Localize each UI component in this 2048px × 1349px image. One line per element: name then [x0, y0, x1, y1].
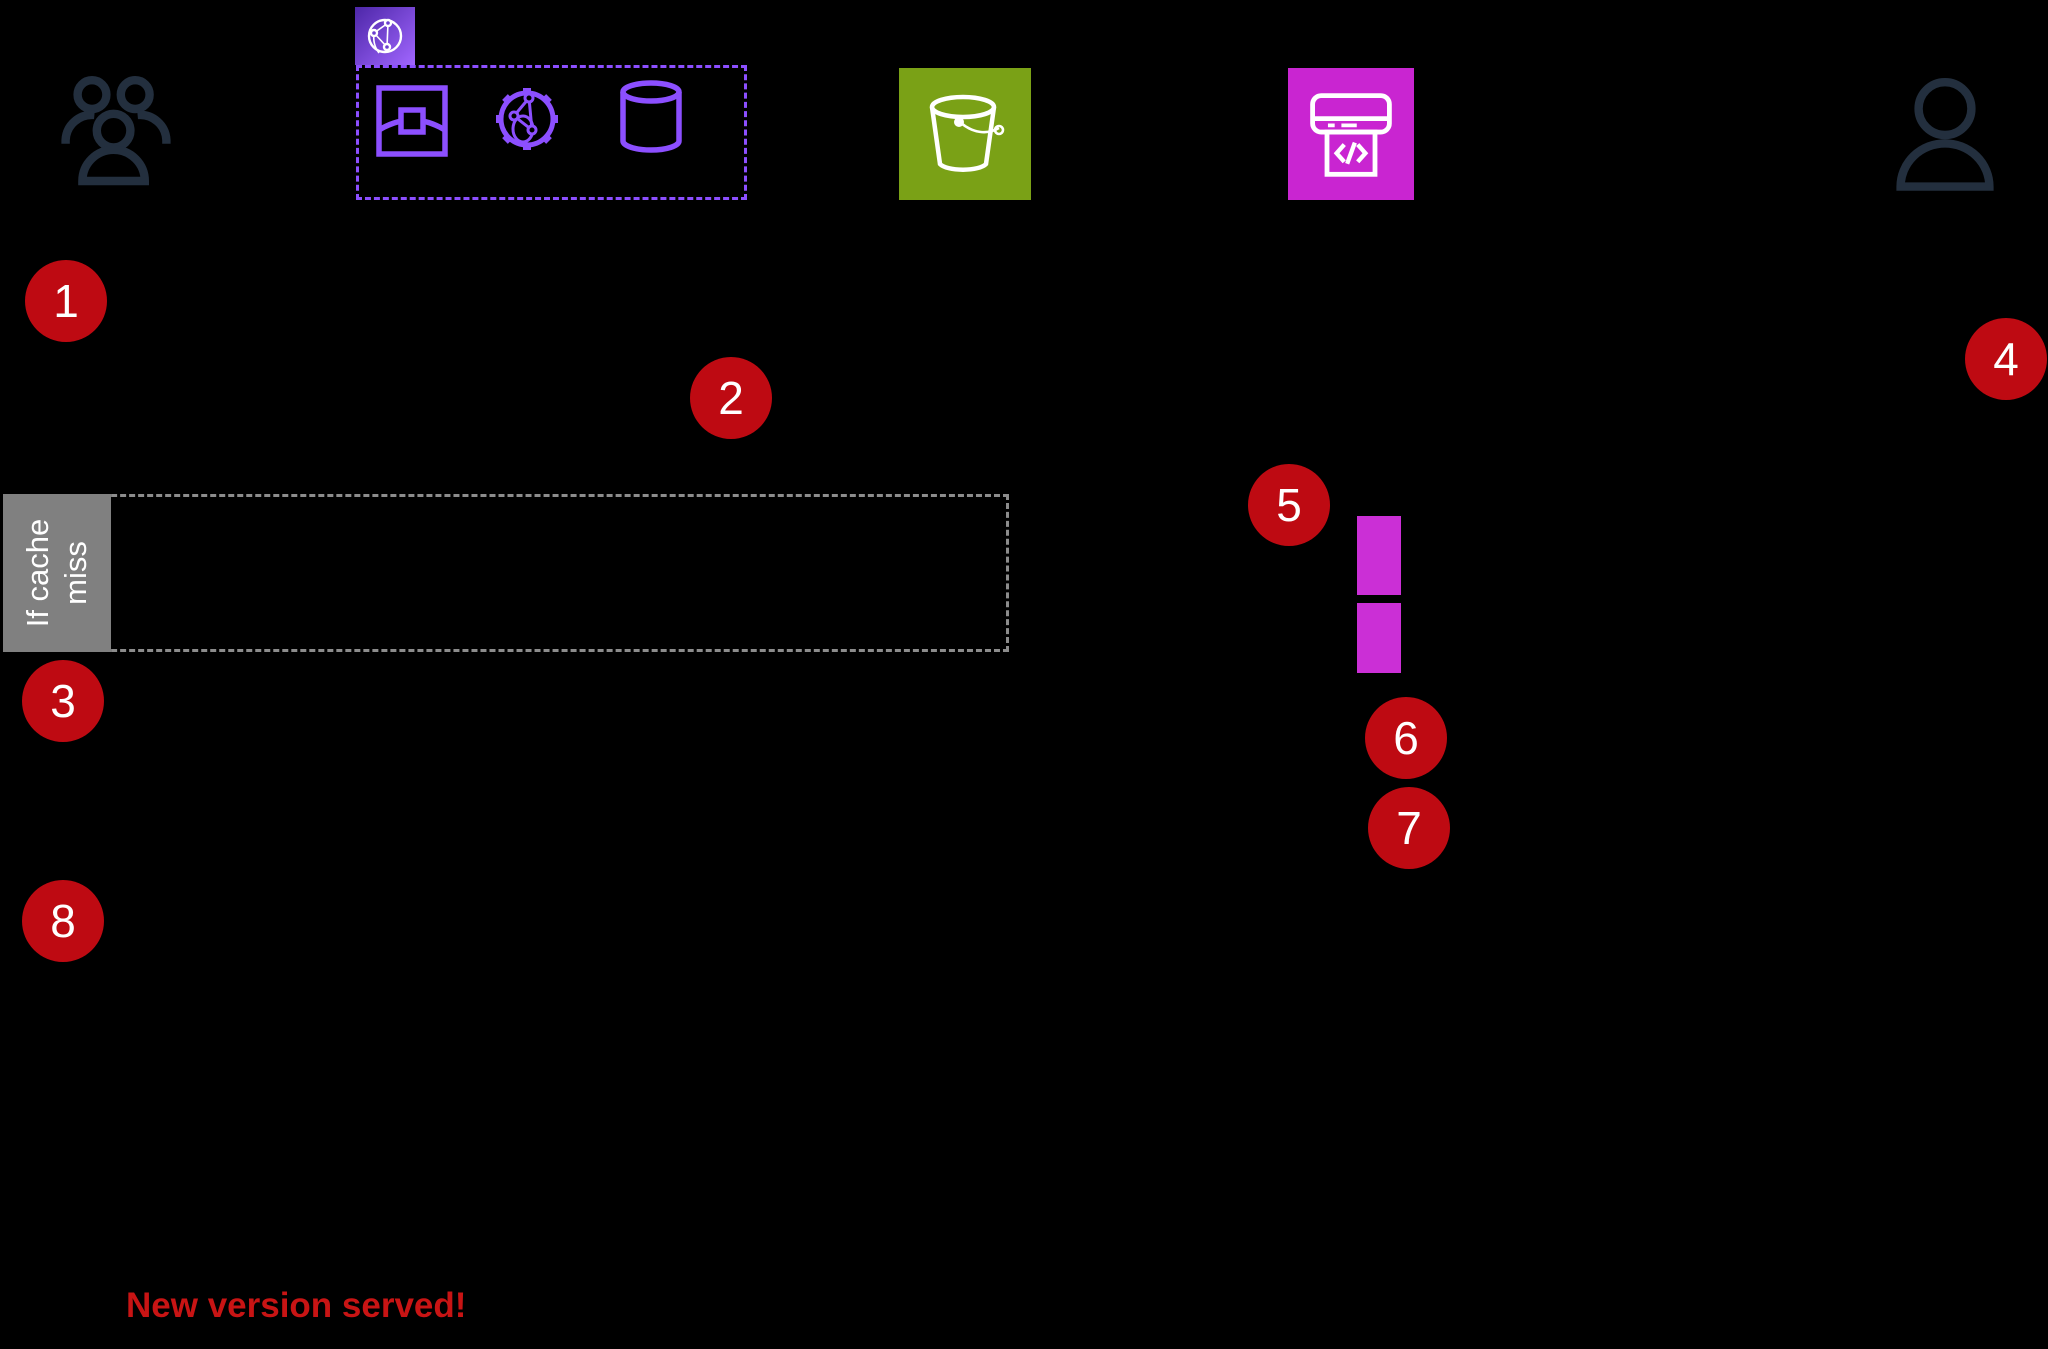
s3-bucket-icon — [899, 68, 1031, 200]
activation-bar-2 — [1357, 603, 1401, 673]
activation-bar-1 — [1357, 516, 1401, 595]
step-number: 5 — [1276, 479, 1302, 531]
cloudshell-icon — [1288, 68, 1414, 200]
step-marker-6: 6 — [1365, 697, 1447, 779]
step-marker-8: 8 — [22, 880, 104, 962]
cache-miss-condition-box: If cache miss — [3, 494, 1009, 652]
step-number: 7 — [1396, 802, 1422, 854]
step-marker-2: 2 — [690, 357, 772, 439]
step-marker-4: 4 — [1965, 318, 2047, 400]
note-new-version-served: New version served! — [126, 1286, 467, 1325]
person-icon — [1891, 74, 1999, 196]
edge-location-icon — [375, 84, 449, 158]
users-icon — [56, 68, 176, 186]
step-number: 6 — [1393, 712, 1419, 764]
cache-miss-condition-label: If cache miss — [3, 494, 111, 652]
condition-label-line1: If cache — [20, 518, 55, 628]
step-number: 2 — [718, 372, 744, 424]
step-marker-7: 7 — [1368, 787, 1450, 869]
step-number: 8 — [50, 895, 76, 947]
step-number: 4 — [1993, 333, 2019, 385]
step-marker-3: 3 — [22, 660, 104, 742]
cloudfront-icon — [355, 7, 415, 65]
step-number: 1 — [53, 275, 79, 327]
step-marker-5: 5 — [1248, 464, 1330, 546]
condition-label-line2: miss — [58, 541, 93, 605]
cloudfront-group-box — [356, 65, 747, 200]
step-marker-1: 1 — [25, 260, 107, 342]
regional-cache-icon — [617, 79, 685, 155]
step-number: 3 — [50, 675, 76, 727]
cloudfront-functions-icon — [489, 81, 565, 157]
